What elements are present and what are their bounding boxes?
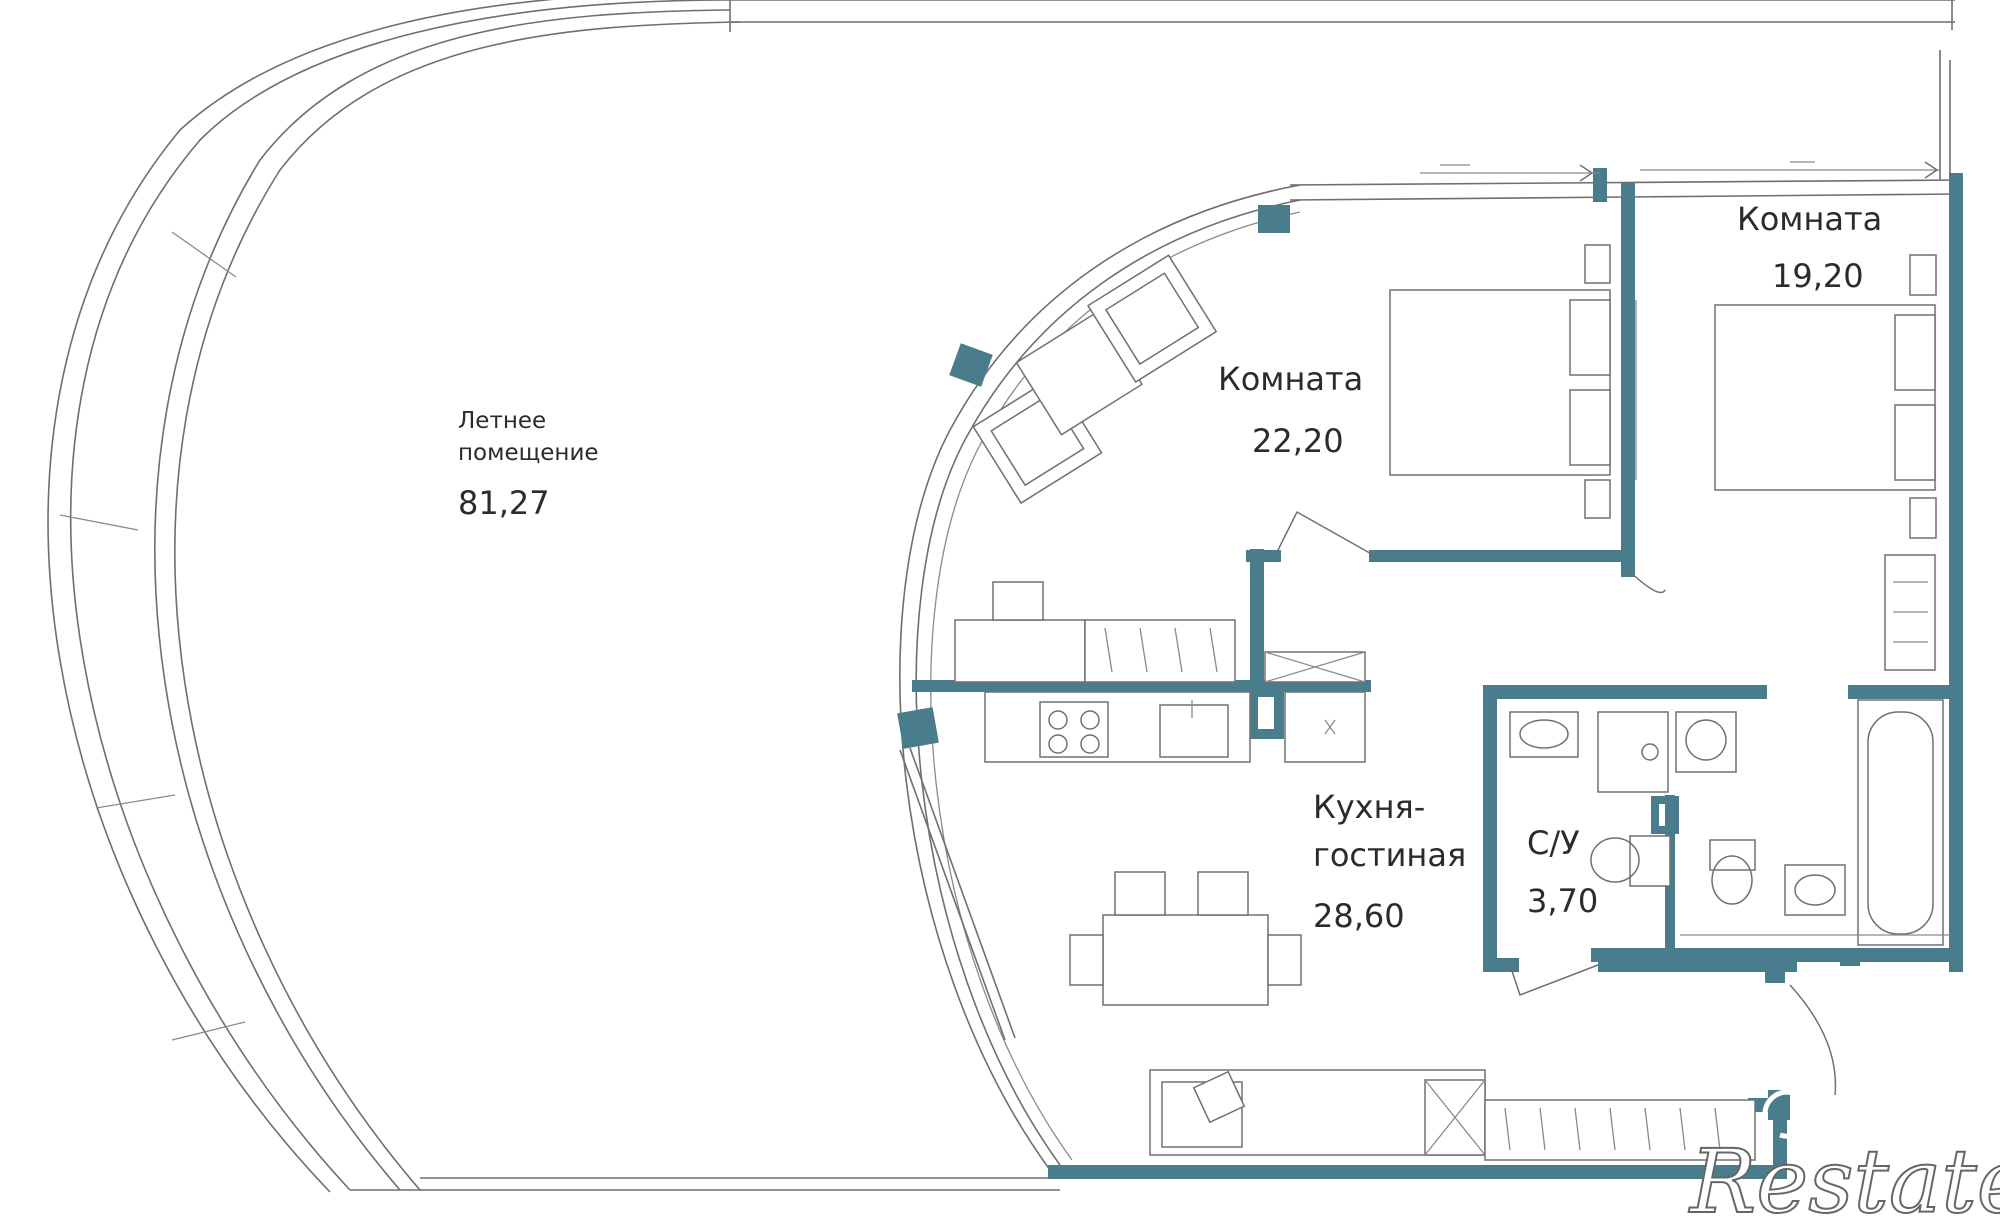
kitchen-furniture — [954, 581, 1366, 763]
room-a-name: Комната — [1218, 360, 1363, 398]
bed-room-a — [1389, 244, 1611, 519]
armchairs — [972, 254, 1218, 505]
room-a-label: Комната 22,20 — [1218, 360, 1363, 460]
walls — [912, 168, 1963, 1179]
bathroom-fixtures — [1509, 699, 1950, 946]
kitchen-name-line1: Кухня- — [1313, 788, 1425, 826]
summer-room-area: 81,27 — [458, 484, 550, 522]
dining-table — [1069, 871, 1302, 1006]
columns — [897, 205, 1860, 1120]
bathroom-label: С/У 3,70 — [1527, 824, 1598, 920]
kitchen-label: Кухня- гостиная 28,60 — [1313, 788, 1466, 935]
kitchen-name-line2: гостиная — [1313, 836, 1466, 874]
summer-room-name-line2: помещение — [458, 440, 599, 466]
doors — [1274, 300, 1837, 1096]
window-lines — [899, 161, 1940, 1041]
summer-room-label: Летнее помещение 81,27 — [458, 408, 599, 522]
kitchen-area: 28,60 — [1313, 897, 1405, 935]
watermark: Restate — [1687, 1089, 2000, 1223]
summer-room-outline — [47, 0, 1955, 1193]
summer-room-name-line1: Летнее — [458, 408, 546, 434]
sofa — [1149, 1069, 1756, 1161]
restate-logo-icon — [1762, 1089, 1812, 1139]
watermark-text: Restate — [1688, 1130, 2000, 1223]
bathroom-area: 3,70 — [1527, 882, 1598, 920]
bathroom-name: С/У — [1527, 824, 1580, 862]
room-a-area: 22,20 — [1252, 422, 1344, 460]
room-labels: Летнее помещение 81,27 Комната 22,20 Ком… — [458, 200, 1882, 935]
room-b-name: Комната — [1737, 200, 1882, 238]
room-b-area: 19,20 — [1772, 257, 1864, 295]
room-b-label: Комната 19,20 — [1737, 200, 1882, 295]
bed-room-b — [1714, 254, 1937, 671]
